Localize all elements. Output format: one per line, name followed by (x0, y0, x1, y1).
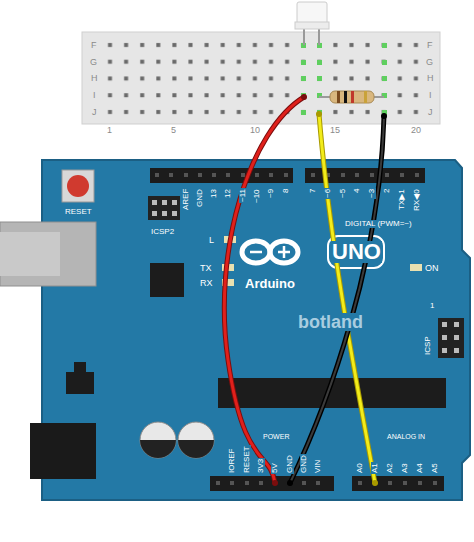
board-label: 1 (429, 302, 435, 310)
reset-button (62, 170, 94, 202)
analog-header (352, 476, 444, 491)
board-label: ~6 (324, 188, 332, 199)
board-label: 4 (353, 188, 361, 194)
active-holes (301, 43, 387, 115)
board-label: 5 (170, 126, 177, 135)
board-label: ~11 (239, 188, 247, 203)
board-label: VIN (314, 459, 322, 474)
board-label: 20 (410, 126, 422, 135)
board-label: GND (196, 188, 204, 208)
board-label: 1 (106, 126, 113, 135)
board-label: 8 (282, 188, 290, 194)
resistor-symbol (319, 91, 384, 103)
board-label: GND (300, 454, 308, 474)
digital-header (150, 168, 293, 183)
board-label: ICSP (424, 335, 432, 356)
board-label: TX▶1 (398, 188, 406, 211)
board-label: 15 (329, 126, 341, 135)
board-label: F (90, 41, 98, 50)
board-label: RX◀0 (413, 188, 421, 212)
board-label: G (89, 58, 98, 67)
board-label: H (90, 74, 99, 83)
board-label: IOREF (228, 448, 236, 474)
usb-connector (0, 222, 96, 286)
board-label: 2 (383, 188, 391, 194)
board-label: RESET (64, 208, 93, 216)
board-label: 10 (249, 126, 261, 135)
board-label: A3 (401, 462, 409, 474)
power-jack (30, 423, 96, 479)
board-label: AREF (182, 188, 190, 211)
board-label: I (428, 91, 433, 100)
icsp-header (438, 318, 464, 358)
board-label: A2 (386, 462, 394, 474)
board-label: POWER (262, 433, 290, 440)
breadboard-holes (102, 37, 424, 121)
board-label: ON (424, 264, 440, 273)
board-label: A0 (356, 462, 364, 474)
board-label: botland (297, 313, 364, 331)
board-label: A1 (371, 462, 379, 474)
board-label: J (91, 108, 98, 117)
board-label: A4 (416, 462, 424, 474)
board-label: 13 (210, 188, 218, 199)
board-label: TX (199, 264, 213, 273)
arduino-logo (242, 241, 298, 263)
led (295, 2, 329, 45)
board-label: RX (199, 279, 214, 288)
board-label: ~3 (368, 188, 376, 199)
board-label: L (208, 236, 215, 245)
icsp2-header (148, 196, 180, 220)
board-label: ~5 (339, 188, 347, 199)
board-label: F (426, 41, 434, 50)
board-label: Arduino (244, 277, 296, 290)
board-label: J (427, 108, 434, 117)
jumper-wires (224, 97, 384, 483)
wire-ends (272, 94, 387, 486)
board-label: GND (286, 454, 294, 474)
board-label: 3V3 (257, 458, 265, 474)
board-label: A5 (431, 462, 439, 474)
board-label: I (92, 91, 97, 100)
board-label: ICSP2 (150, 228, 175, 236)
board-label: ANALOG IN (386, 433, 426, 440)
breadboard (82, 32, 440, 124)
usb-chip (150, 263, 184, 297)
board-label: 12 (224, 188, 232, 199)
board-label: ~10 (253, 188, 261, 204)
board-label: ~9 (267, 188, 275, 199)
board-label: H (426, 74, 435, 83)
board-label: 5V (271, 462, 279, 474)
voltage-regulator (66, 372, 94, 394)
board-label: RESET (243, 445, 251, 474)
board-label: 7 (309, 188, 317, 194)
board-label: G (425, 58, 434, 67)
capacitor (140, 422, 214, 458)
board-label: DIGITAL (PWM=~) (344, 220, 413, 228)
board-label: UNO (331, 241, 382, 263)
